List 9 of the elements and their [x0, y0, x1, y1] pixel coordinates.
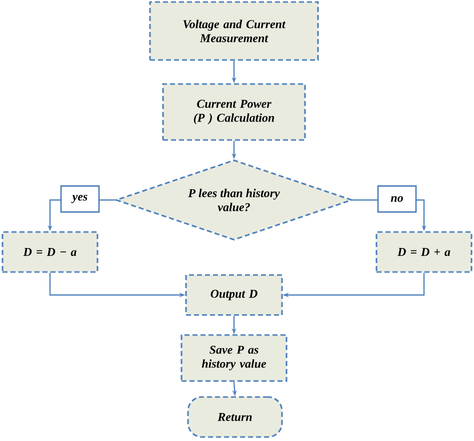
process-box: Voltage and Current Measurement [149, 1, 319, 61]
process-box: Current Power (P ) Calculation [162, 83, 306, 141]
terminal-box: Return [187, 396, 283, 438]
process-box: Output D [185, 274, 283, 316]
process-box: D = D + a [376, 231, 472, 273]
edge-label: yes [60, 185, 100, 213]
process-box: Save P as history value [180, 334, 288, 382]
edge-label: no [377, 185, 417, 213]
process-box: D = D − a [2, 231, 98, 273]
